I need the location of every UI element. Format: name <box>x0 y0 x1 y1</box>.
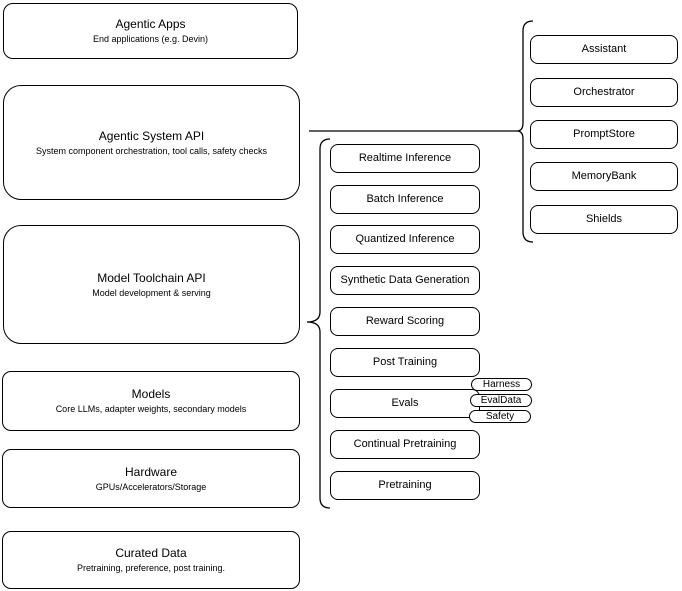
box-curated-data-subtitle: Pretraining, preference, post training. <box>76 563 226 573</box>
box-promptstore: PromptStore <box>530 120 678 149</box>
box-quantized-inference: Quantized Inference <box>330 225 480 254</box>
box-batch-inference-label: Batch Inference <box>366 193 444 205</box>
box-hardware-subtitle: GPUs/Accelerators/Storage <box>95 481 207 492</box>
box-memorybank-label: MemoryBank <box>571 170 637 182</box>
box-agentic-system-api-subtitle: System component orchestration, tool cal… <box>35 145 268 156</box>
pill-safety-label: Safety <box>485 411 515 422</box>
box-realtime-inference: Realtime Inference <box>330 144 480 173</box>
box-continual-pretraining-label: Continual Pretraining <box>353 438 457 450</box>
box-agentic-apps-title: Agentic Apps <box>115 17 186 31</box>
pill-harness: Harness <box>471 378 532 391</box>
box-pretraining-label: Pretraining <box>378 479 432 491</box>
pill-evaldata: EvalData <box>470 394 532 407</box>
box-shields: Shields <box>530 205 678 234</box>
box-continual-pretraining: Continual Pretraining <box>330 430 480 459</box>
box-assistant-label: Assistant <box>581 43 627 55</box>
box-model-toolchain-api-subtitle: Model development & serving <box>92 287 211 298</box>
box-realtime-inference-label: Realtime Inference <box>358 152 452 164</box>
box-reward-scoring-label: Reward Scoring <box>365 315 445 327</box>
box-post-training-label: Post Training <box>372 356 438 368</box>
box-hardware-title: Hardware <box>124 464 178 479</box>
box-reward-scoring: Reward Scoring <box>330 307 480 336</box>
box-evals: Evals <box>330 389 480 418</box>
box-orchestrator-label: Orchestrator <box>573 86 635 98</box>
box-batch-inference: Batch Inference <box>330 185 480 214</box>
box-assistant: Assistant <box>530 35 678 64</box>
box-models-title: Models <box>131 387 171 401</box>
box-agentic-system-api: Agentic System API System component orch… <box>3 85 300 200</box>
box-memorybank: MemoryBank <box>530 162 678 191</box>
box-orchestrator: Orchestrator <box>530 78 678 107</box>
box-hardware: Hardware GPUs/Accelerators/Storage <box>2 449 300 508</box>
box-agentic-apps-subtitle: End applications (e.g. Devin) <box>92 34 209 44</box>
pill-harness-label: Harness <box>482 379 521 390</box>
box-curated-data: Curated Data Pretraining, preference, po… <box>2 531 300 589</box>
box-agentic-apps: Agentic Apps End applications (e.g. Devi… <box>3 3 298 59</box>
box-promptstore-label: PromptStore <box>573 128 635 140</box>
box-quantized-inference-label: Quantized Inference <box>355 233 455 245</box>
box-synthetic-data-generation: Synthetic Data Generation <box>330 266 480 295</box>
box-models-subtitle: Core LLMs, adapter weights, secondary mo… <box>55 404 247 414</box>
box-synthetic-data-generation-label: Synthetic Data Generation <box>340 274 470 286</box>
box-post-training: Post Training <box>330 348 480 377</box>
box-evals-label: Evals <box>391 397 419 409</box>
box-curated-data-title: Curated Data <box>115 546 187 560</box>
box-agentic-system-api-title: Agentic System API <box>98 128 205 143</box>
toolchain-components-bracket <box>306 138 331 509</box>
box-pretraining: Pretraining <box>330 471 480 500</box>
box-shields-label: Shields <box>585 213 623 225</box>
box-model-toolchain-api: Model Toolchain API Model development & … <box>3 225 300 344</box>
box-models: Models Core LLMs, adapter weights, secon… <box>2 371 300 431</box>
pill-evaldata-label: EvalData <box>480 395 522 406</box>
box-model-toolchain-api-title: Model Toolchain API <box>97 270 206 285</box>
pill-safety: Safety <box>469 410 531 423</box>
